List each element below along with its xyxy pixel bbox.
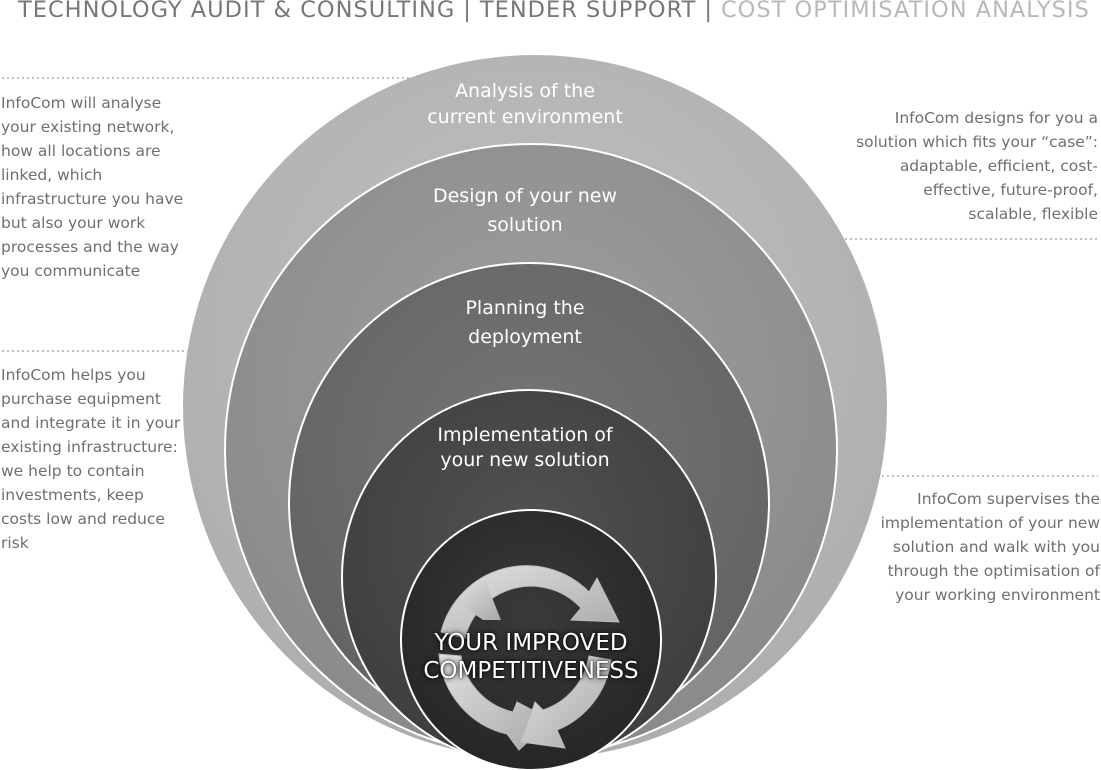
nav-technology-audit[interactable]: TECHNOLOGY AUDIT & CONSULTING	[18, 0, 456, 23]
description-planning: InfoCom helps you purchase equipment and…	[1, 366, 181, 552]
cycle-arrows-icon	[438, 565, 620, 751]
nav-cost-optimisation[interactable]: COST OPTIMISATION ANALYSIS	[720, 0, 1090, 23]
description-implementation: InfoCom supervises the implementation of…	[880, 490, 1100, 604]
nav-tender-support[interactable]: TENDER SUPPORT	[479, 0, 697, 23]
stage-label-planning: Planning the deployment	[465, 297, 585, 348]
stage-label-design: Design of your new solution	[432, 185, 618, 236]
stage-label-analysis: Analysis of the current environment	[427, 80, 623, 128]
top-nav: TECHNOLOGY AUDIT & CONSULTING | TENDER SUP…	[18, 0, 1090, 23]
nav-separator: |	[704, 0, 713, 23]
description-design: InfoCom designs for you a solution which…	[856, 109, 1098, 223]
stage-label-implementation: Implementation of your new solution	[437, 424, 613, 471]
center-label: YOUR IMPROVED COMPETITIVENESS	[423, 630, 639, 684]
nav-separator: |	[463, 0, 472, 23]
description-analysis: InfoCom will analyse your existing netwo…	[1, 94, 184, 280]
